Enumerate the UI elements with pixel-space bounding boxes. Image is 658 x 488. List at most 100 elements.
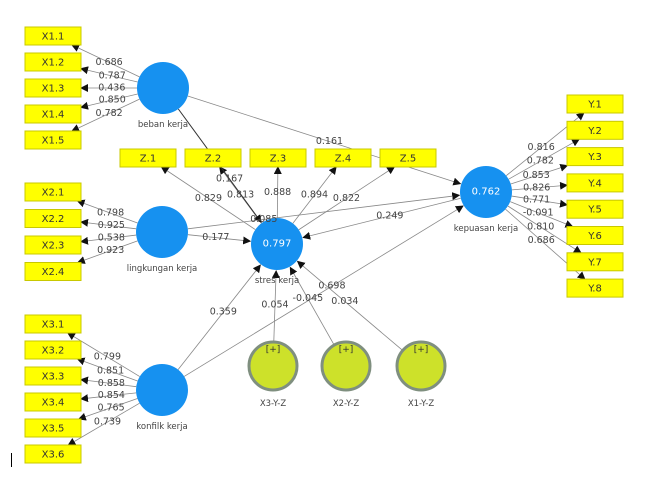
path-konflik-stres[interactable] — [177, 264, 261, 370]
moderator-circle[interactable] — [395, 340, 447, 392]
indicator-box[interactable] — [24, 444, 82, 464]
construct-beban[interactable]: beban kerja — [137, 62, 189, 130]
indicator-box[interactable] — [566, 199, 624, 219]
indicator-X2.4[interactable]: X2.4 — [24, 262, 82, 281]
loading-edge-X3.1[interactable] — [67, 332, 140, 377]
expand-icon[interactable]: [+] — [266, 345, 281, 355]
loading-edge-X3.2[interactable] — [76, 357, 138, 382]
path-lingkungan-kepuasan[interactable] — [187, 192, 461, 230]
loading-edge-Z.1[interactable] — [160, 166, 256, 230]
indicator-Y.2[interactable]: Y.2 — [566, 120, 624, 140]
loading-edge-Y.2[interactable] — [508, 138, 580, 180]
indicator-X3.5[interactable]: X3.5 — [24, 418, 82, 438]
indicator-X2.3[interactable]: X2.3 — [24, 235, 82, 255]
loading-edge-X3.6[interactable] — [67, 402, 140, 446]
indicator-Y.4[interactable]: Y.4 — [566, 173, 624, 193]
indicator-Y.7[interactable]: Y.7 — [566, 252, 624, 272]
indicator-box[interactable] — [24, 209, 82, 228]
indicator-box[interactable] — [566, 252, 624, 272]
indicator-box[interactable] — [24, 314, 82, 334]
moderator-X2-Y-Z[interactable]: [+]X2-Y-Z — [320, 340, 372, 409]
indicator-box[interactable] — [24, 418, 82, 438]
indicator-box[interactable] — [24, 52, 82, 72]
indicator-Z.2[interactable]: Z.2 — [184, 148, 242, 168]
loading-edge-X3.3[interactable] — [80, 376, 137, 388]
path-m3-stres[interactable] — [271, 269, 280, 343]
indicator-box[interactable] — [24, 235, 82, 255]
construct-konflik[interactable]: konfilk kerja — [136, 364, 188, 432]
moderator-X1-Y-Z[interactable]: [+]X1-Y-Z — [395, 340, 447, 409]
indicator-box[interactable] — [566, 173, 624, 193]
indicator-X1.3[interactable]: X1.3 — [24, 78, 82, 98]
loading-edge-X2.2[interactable] — [80, 218, 137, 230]
path-beban-kepuasan[interactable] — [187, 95, 462, 186]
indicator-box[interactable] — [24, 78, 82, 98]
indicator-Y.3[interactable]: Y.3 — [566, 147, 624, 167]
indicator-Z.4[interactable]: Z.4 — [314, 148, 372, 168]
construct-circle[interactable] — [137, 62, 189, 114]
loading-edge-Z.3[interactable] — [273, 166, 282, 219]
loading-edge-Y.3[interactable] — [510, 163, 569, 185]
construct-circle[interactable] — [251, 218, 303, 270]
loading-edge-Y.4[interactable] — [511, 181, 568, 191]
loading-edge-Z.5[interactable] — [298, 166, 396, 231]
indicator-box[interactable] — [566, 120, 624, 140]
indicator-X2.1[interactable]: X2.1 — [24, 182, 82, 202]
indicator-box[interactable] — [24, 262, 82, 281]
path-kepuasan-stres[interactable] — [302, 197, 461, 240]
indicator-box[interactable] — [24, 182, 82, 202]
loading-edge-X1.5[interactable] — [71, 98, 140, 132]
indicator-box[interactable] — [314, 148, 372, 168]
indicator-X1.1[interactable]: X1.1 — [24, 26, 82, 46]
path-konflik-kepuasan[interactable] — [183, 205, 464, 377]
indicator-Y.5[interactable]: Y.5 — [566, 199, 624, 219]
path-m2-stres[interactable] — [289, 266, 335, 346]
construct-circle[interactable] — [136, 206, 188, 258]
loading-edge-Y.5[interactable] — [511, 195, 568, 208]
loading-edge-X2.3[interactable] — [80, 234, 137, 245]
indicator-Y.1[interactable]: Y.1 — [566, 94, 624, 114]
loading-edge-X3.4[interactable] — [80, 392, 137, 403]
indicator-X1.4[interactable]: X1.4 — [24, 104, 82, 124]
indicator-X3.6[interactable]: X3.6 — [24, 444, 82, 464]
expand-icon[interactable]: [+] — [414, 345, 429, 355]
path-lingkungan-stres[interactable] — [187, 234, 252, 245]
indicator-X3.4[interactable]: X3.4 — [24, 392, 82, 412]
loading-edge-X1.4[interactable] — [80, 93, 138, 110]
indicator-box[interactable] — [24, 392, 82, 412]
indicator-box[interactable] — [566, 147, 624, 167]
indicator-box[interactable] — [24, 104, 82, 124]
indicator-box[interactable] — [249, 148, 307, 168]
moderator-circle[interactable] — [320, 340, 372, 392]
indicator-X3.3[interactable]: X3.3 — [24, 366, 82, 386]
loading-edge-X3.5[interactable] — [77, 398, 138, 421]
indicator-Z.3[interactable]: Z.3 — [249, 148, 307, 168]
loading-edge-X1.1[interactable] — [71, 44, 140, 78]
indicator-box[interactable] — [119, 148, 177, 168]
loading-edge-Y.7[interactable] — [507, 205, 582, 254]
indicator-X3.1[interactable]: X3.1 — [24, 314, 82, 334]
indicator-box[interactable] — [566, 226, 624, 245]
indicator-Y.8[interactable]: Y.8 — [566, 278, 624, 298]
moderator-circle[interactable] — [247, 340, 299, 392]
indicator-box[interactable] — [24, 366, 82, 386]
moderator-X3-Y-Z[interactable]: [+]X3-Y-Z — [247, 340, 299, 409]
indicator-X3.2[interactable]: X3.2 — [24, 340, 82, 360]
indicator-box[interactable] — [184, 148, 242, 168]
loading-edge-X1.2[interactable] — [80, 66, 138, 83]
loading-edge-Y.6[interactable] — [509, 201, 574, 228]
indicator-Z.5[interactable]: Z.5 — [379, 148, 437, 168]
construct-circle[interactable] — [460, 166, 512, 218]
loading-edge-X2.4[interactable] — [76, 240, 138, 264]
expand-icon[interactable]: [+] — [339, 345, 354, 355]
indicator-box[interactable] — [24, 130, 82, 150]
path-m1-stres[interactable] — [296, 260, 403, 351]
indicator-box[interactable] — [379, 148, 437, 168]
indicator-X1.2[interactable]: X1.2 — [24, 52, 82, 72]
indicator-box[interactable] — [566, 278, 624, 298]
indicator-box[interactable] — [24, 340, 82, 360]
construct-lingkungan[interactable]: lingkungan kerja — [127, 206, 198, 274]
indicator-X2.2[interactable]: X2.2 — [24, 209, 82, 228]
